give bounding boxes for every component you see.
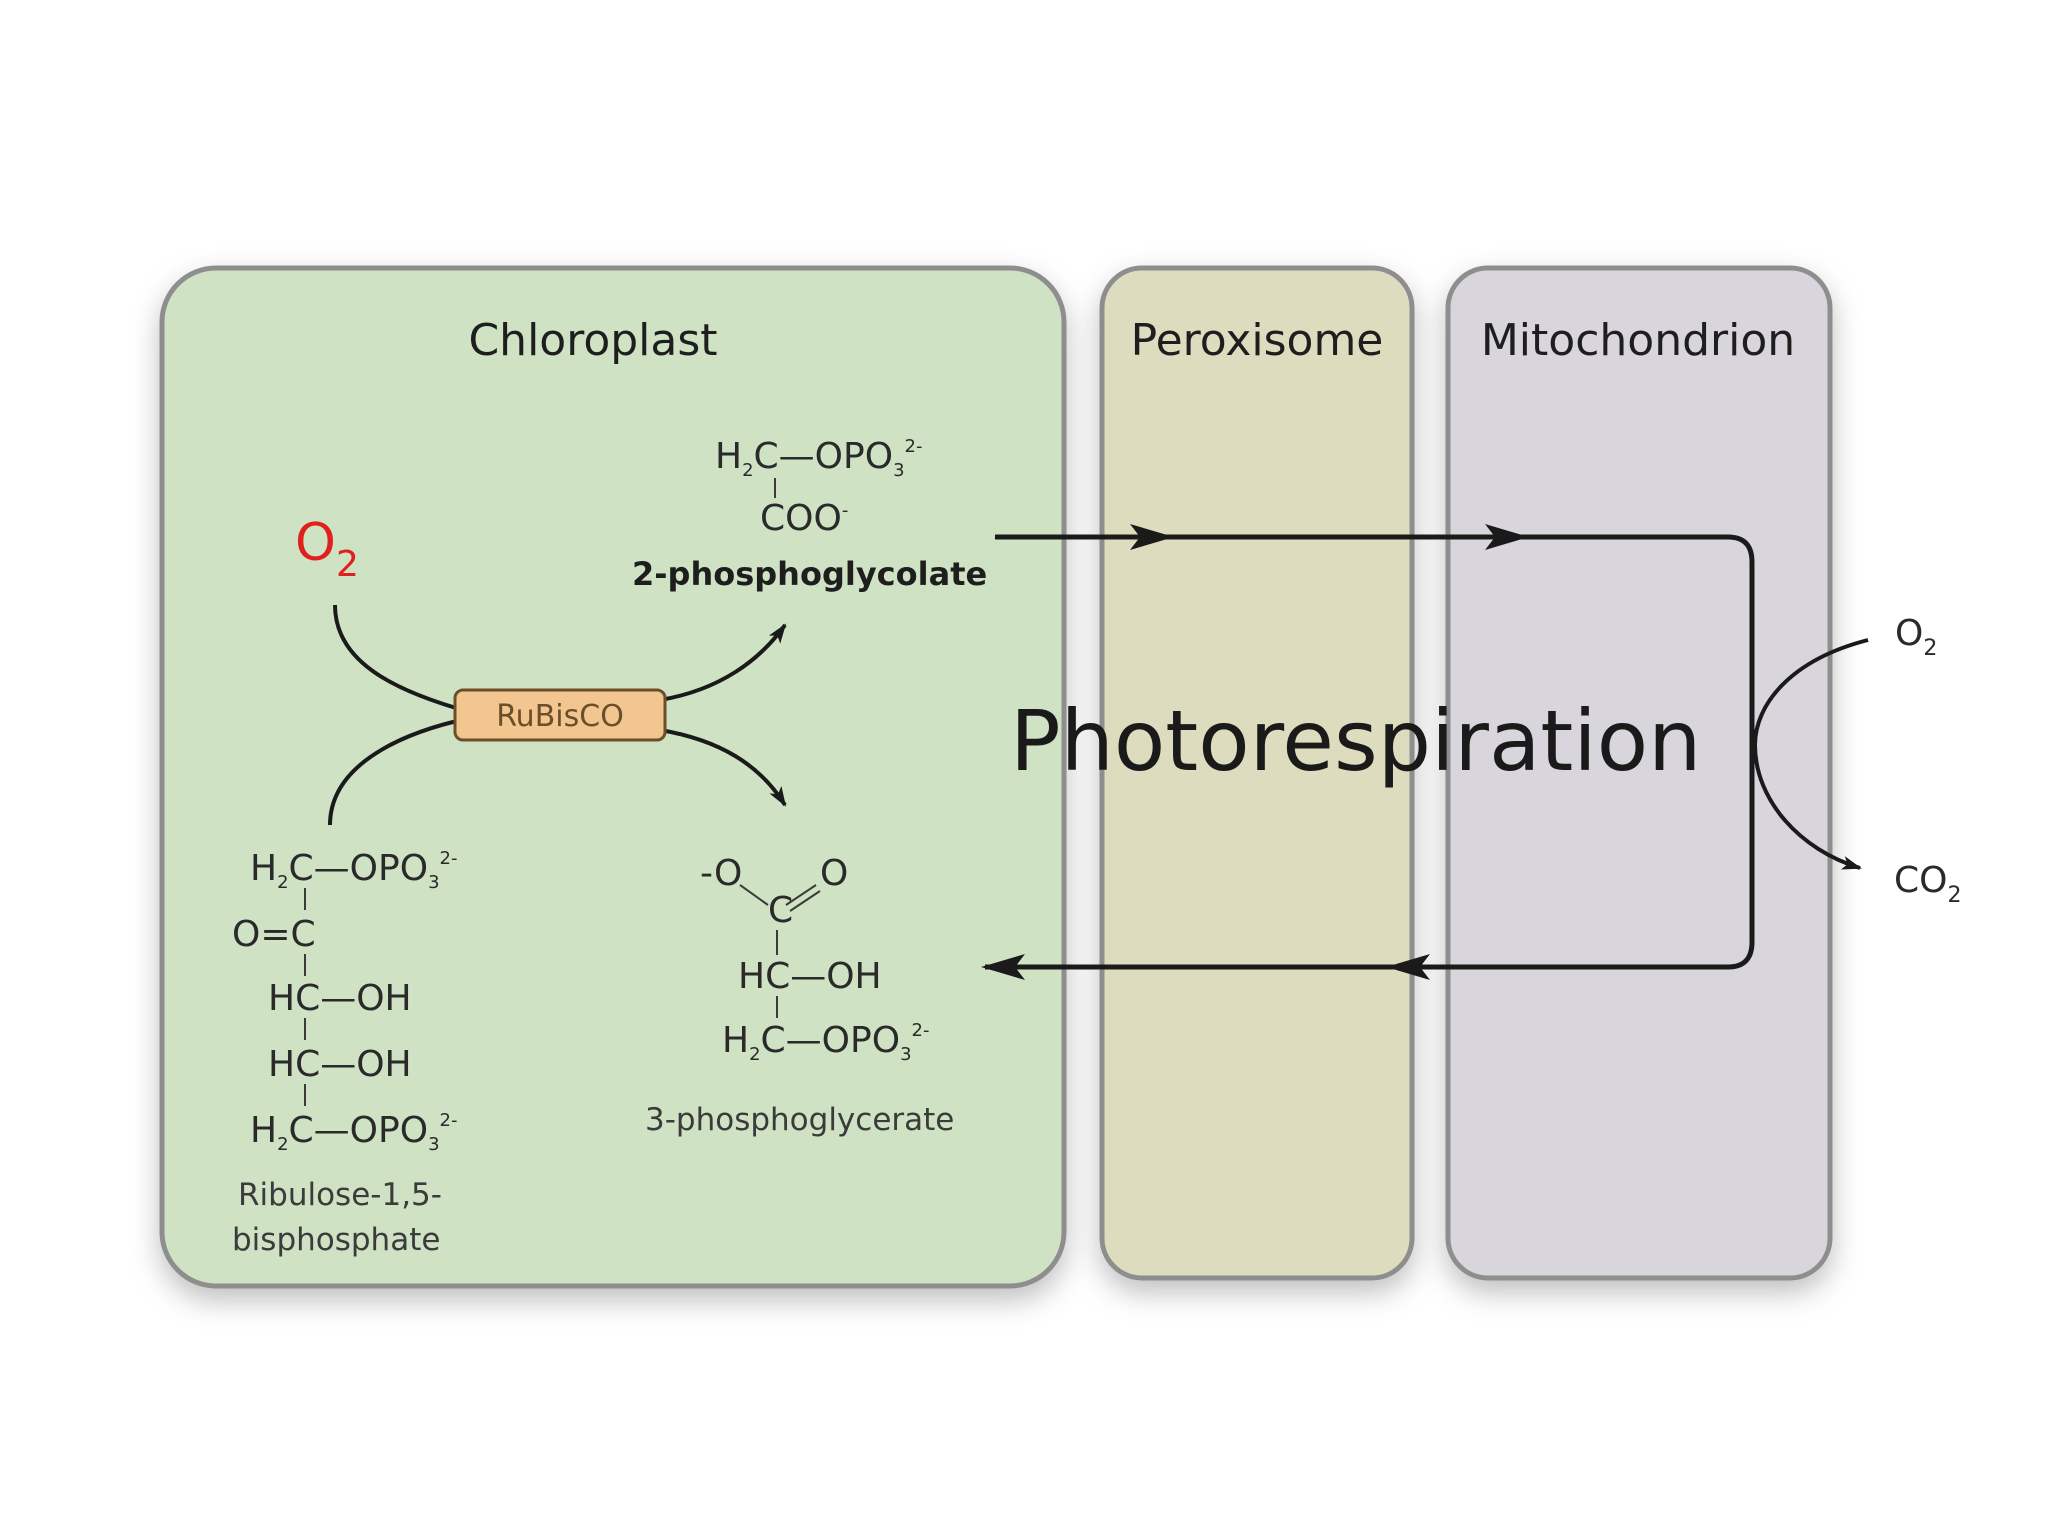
peroxisome-compartment [1099,265,1415,1281]
phosphoglycerate-name: 3-phosphoglycerate [645,1102,954,1138]
phosphoglycolate-name: 2-phosphoglycolate [632,555,987,593]
rubp-name-line1: Ribulose-1,5- [238,1177,442,1213]
rubp-to-rubisco-curve [328,716,471,826]
peroxisome-title: Peroxisome [1131,315,1384,366]
o2-to-rubisco-curve [333,604,471,714]
mitochondrion-compartment [1445,265,1833,1281]
svg-text:O: O [820,853,848,894]
rubp-name-line2: bisphosphate [232,1222,440,1258]
chloroplast-compartment [159,265,1067,1289]
svg-text:-O: -O [700,853,742,894]
phosphoglycerate-structure: -O O C HC—OH H2C—OPO32- 3-phosphoglycera… [645,853,954,1138]
rubisco-enzyme-box [453,688,667,742]
phosphoglycolate-structure: H2C—OPO32- COO- 2-phosphoglycolate [632,436,987,593]
mitochondrion-title: Mitochondrion [1481,315,1795,366]
rubisco-label: RuBisCO [496,699,624,734]
svg-text:O=C: O=C [232,914,316,955]
svg-text:H2C—OPO32-: H2C—OPO32- [250,848,457,893]
chloroplast-title: Chloroplast [468,315,717,366]
svg-text:H2C—OPO32-: H2C—OPO32- [722,1020,929,1065]
svg-text:H2C—OPO32-: H2C—OPO32- [250,1110,457,1155]
photorespiration-label: Photorespiration [1010,692,1701,790]
rubisco-to-phosphoglycerate-arrow [659,728,787,807]
mito-o2-label: O2 [1895,613,1937,661]
svg-text:H2C—OPO32-: H2C—OPO32- [715,436,922,481]
mito-o2-arrow [1752,638,1869,870]
oxygen-input-label: O2 [295,513,359,585]
rubp-structure: H2C—OPO32- O=C HC—OH HC—OH H2C—OPO32- Ri… [232,848,457,1258]
svg-text:COO-: COO- [760,498,848,539]
svg-text:C: C [768,890,793,931]
rubisco-to-phosphoglycolate-arrow [659,623,787,702]
svg-text:HC—OH: HC—OH [738,956,882,997]
pathway-loop [1386,534,1755,980]
svg-text:HC—OH: HC—OH [268,1044,412,1085]
svg-text:HC—OH: HC—OH [268,978,412,1019]
co2-label: CO2 [1894,860,1961,908]
